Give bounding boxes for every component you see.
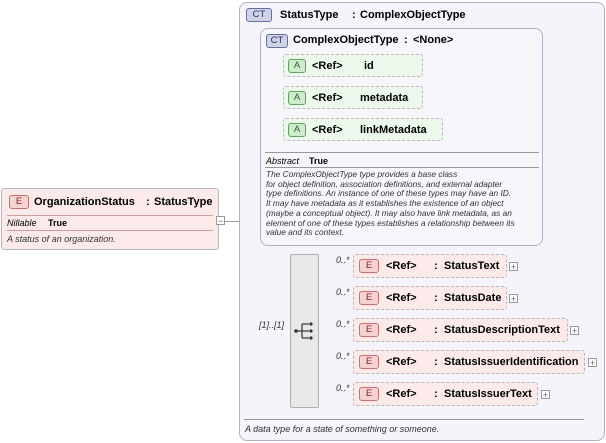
status-type-base: ComplexObjectType [360,9,466,21]
coto-doc-line: The ComplexObjectType type provides a ba… [266,169,458,179]
element-separator: : [434,356,438,368]
coto-doc-line: (maybe a conceptual object). It may also… [266,207,512,218]
element-status-date[interactable]: E <Ref> : StatusDate [353,286,507,310]
element-badge-icon: E [359,323,379,337]
coto-base: <None> [413,34,454,46]
coto-doc-line: element of one of these types establishe… [266,217,515,228]
root-element-box[interactable]: E OrganizationStatus : StatusType Nillab… [1,188,219,250]
element-badge-icon: E [9,195,29,209]
coto-doc-line: type definitions. An instance of one of … [266,188,512,199]
root-element-type: StatusType [154,196,213,208]
element-ref: <Ref> [386,324,417,336]
expand-icon[interactable]: + [588,358,597,368]
abstract-value: True [309,156,329,166]
attribute-badge-icon: A [288,91,306,105]
status-type-doc: A data type for a state of something or … [245,424,440,434]
expand-icon[interactable]: + [570,326,579,336]
status-type-separator: : [352,9,356,21]
attribute-badge-icon: A [288,59,306,73]
expand-icon[interactable]: + [509,262,518,272]
element-separator: : [434,324,438,336]
occurrence-label: 0..* [336,319,350,329]
element-separator: : [434,292,438,304]
element-badge-icon: E [359,355,379,369]
attribute-ref: <Ref> [312,124,343,136]
abstract-label: Abstract [266,156,300,166]
attribute-badge-icon: A [288,123,306,137]
element-status-issuer-text[interactable]: E <Ref> : StatusIssuerText [353,382,538,406]
connector-root-to-ct [219,221,250,222]
attribute-name: metadata [360,92,409,104]
element-badge-icon: E [359,387,379,401]
element-ref: <Ref> [386,356,417,368]
coto-doc-line: value and its context. [266,227,344,238]
root-element-separator: : [146,196,150,208]
complex-type-icon: CT [266,34,288,48]
element-name: StatusIssuerIdentification [444,356,579,368]
coto-documentation: The ComplexObjectType type provides a ba… [266,169,542,238]
attribute-name: linkMetadata [360,124,427,136]
element-badge-icon: E [359,259,379,273]
expand-icon[interactable]: + [509,294,518,304]
element-badge-icon: E [359,291,379,305]
element-separator: : [434,388,438,400]
attribute-ref: <Ref> [312,60,343,72]
element-status-description-text[interactable]: E <Ref> : StatusDescriptionText [353,318,568,342]
coto-divider [265,152,539,153]
coto-doc-line: It may have metadata as it establishes t… [266,198,504,209]
element-ref: <Ref> [386,260,417,272]
attribute-ref: <Ref> [312,92,343,104]
root-element-name: OrganizationStatus [34,196,135,208]
element-name: StatusText [444,260,500,272]
occurrence-label: 0..* [336,383,350,393]
root-element-divider-2 [7,230,213,231]
sequence-compositor[interactable] [290,254,319,408]
collapse-toggle-icon[interactable]: − [216,216,225,226]
element-name: StatusDescriptionText [444,324,560,336]
attribute-link-metadata[interactable]: A <Ref> linkMetadata [283,118,443,141]
coto-doc-line: for object definition, association defin… [266,178,503,189]
complex-type-expanded-icon: CT [246,8,272,22]
sequence-occurrence: [1]..[1] [259,320,285,330]
root-element-doc: A status of an organization. [7,234,116,244]
element-ref: <Ref> [386,388,417,400]
attribute-metadata[interactable]: A <Ref> metadata [283,86,423,109]
attribute-id[interactable]: A <Ref> id [283,54,423,77]
element-ref: <Ref> [386,292,417,304]
status-type-title: StatusType [280,9,339,21]
attribute-name: id [364,60,374,72]
occurrence-label: 0..* [336,351,350,361]
root-element-divider [7,215,213,216]
element-status-text[interactable]: E <Ref> : StatusText [353,254,507,278]
element-separator: : [434,260,438,272]
sequence-icon [294,322,313,340]
coto-separator: : [404,34,408,46]
occurrence-label: 0..* [336,255,350,265]
status-type-divider [244,419,584,420]
element-status-issuer-identification[interactable]: E <Ref> : StatusIssuerIdentification [353,350,585,374]
element-name: StatusDate [444,292,502,304]
coto-title: ComplexObjectType [293,34,399,46]
nillable-label: Nillable [7,218,37,228]
coto-divider-2 [265,167,539,168]
element-name: StatusIssuerText [444,388,532,400]
nillable-value: True [48,218,68,228]
occurrence-label: 0..* [336,287,350,297]
expand-icon[interactable]: + [541,390,550,400]
